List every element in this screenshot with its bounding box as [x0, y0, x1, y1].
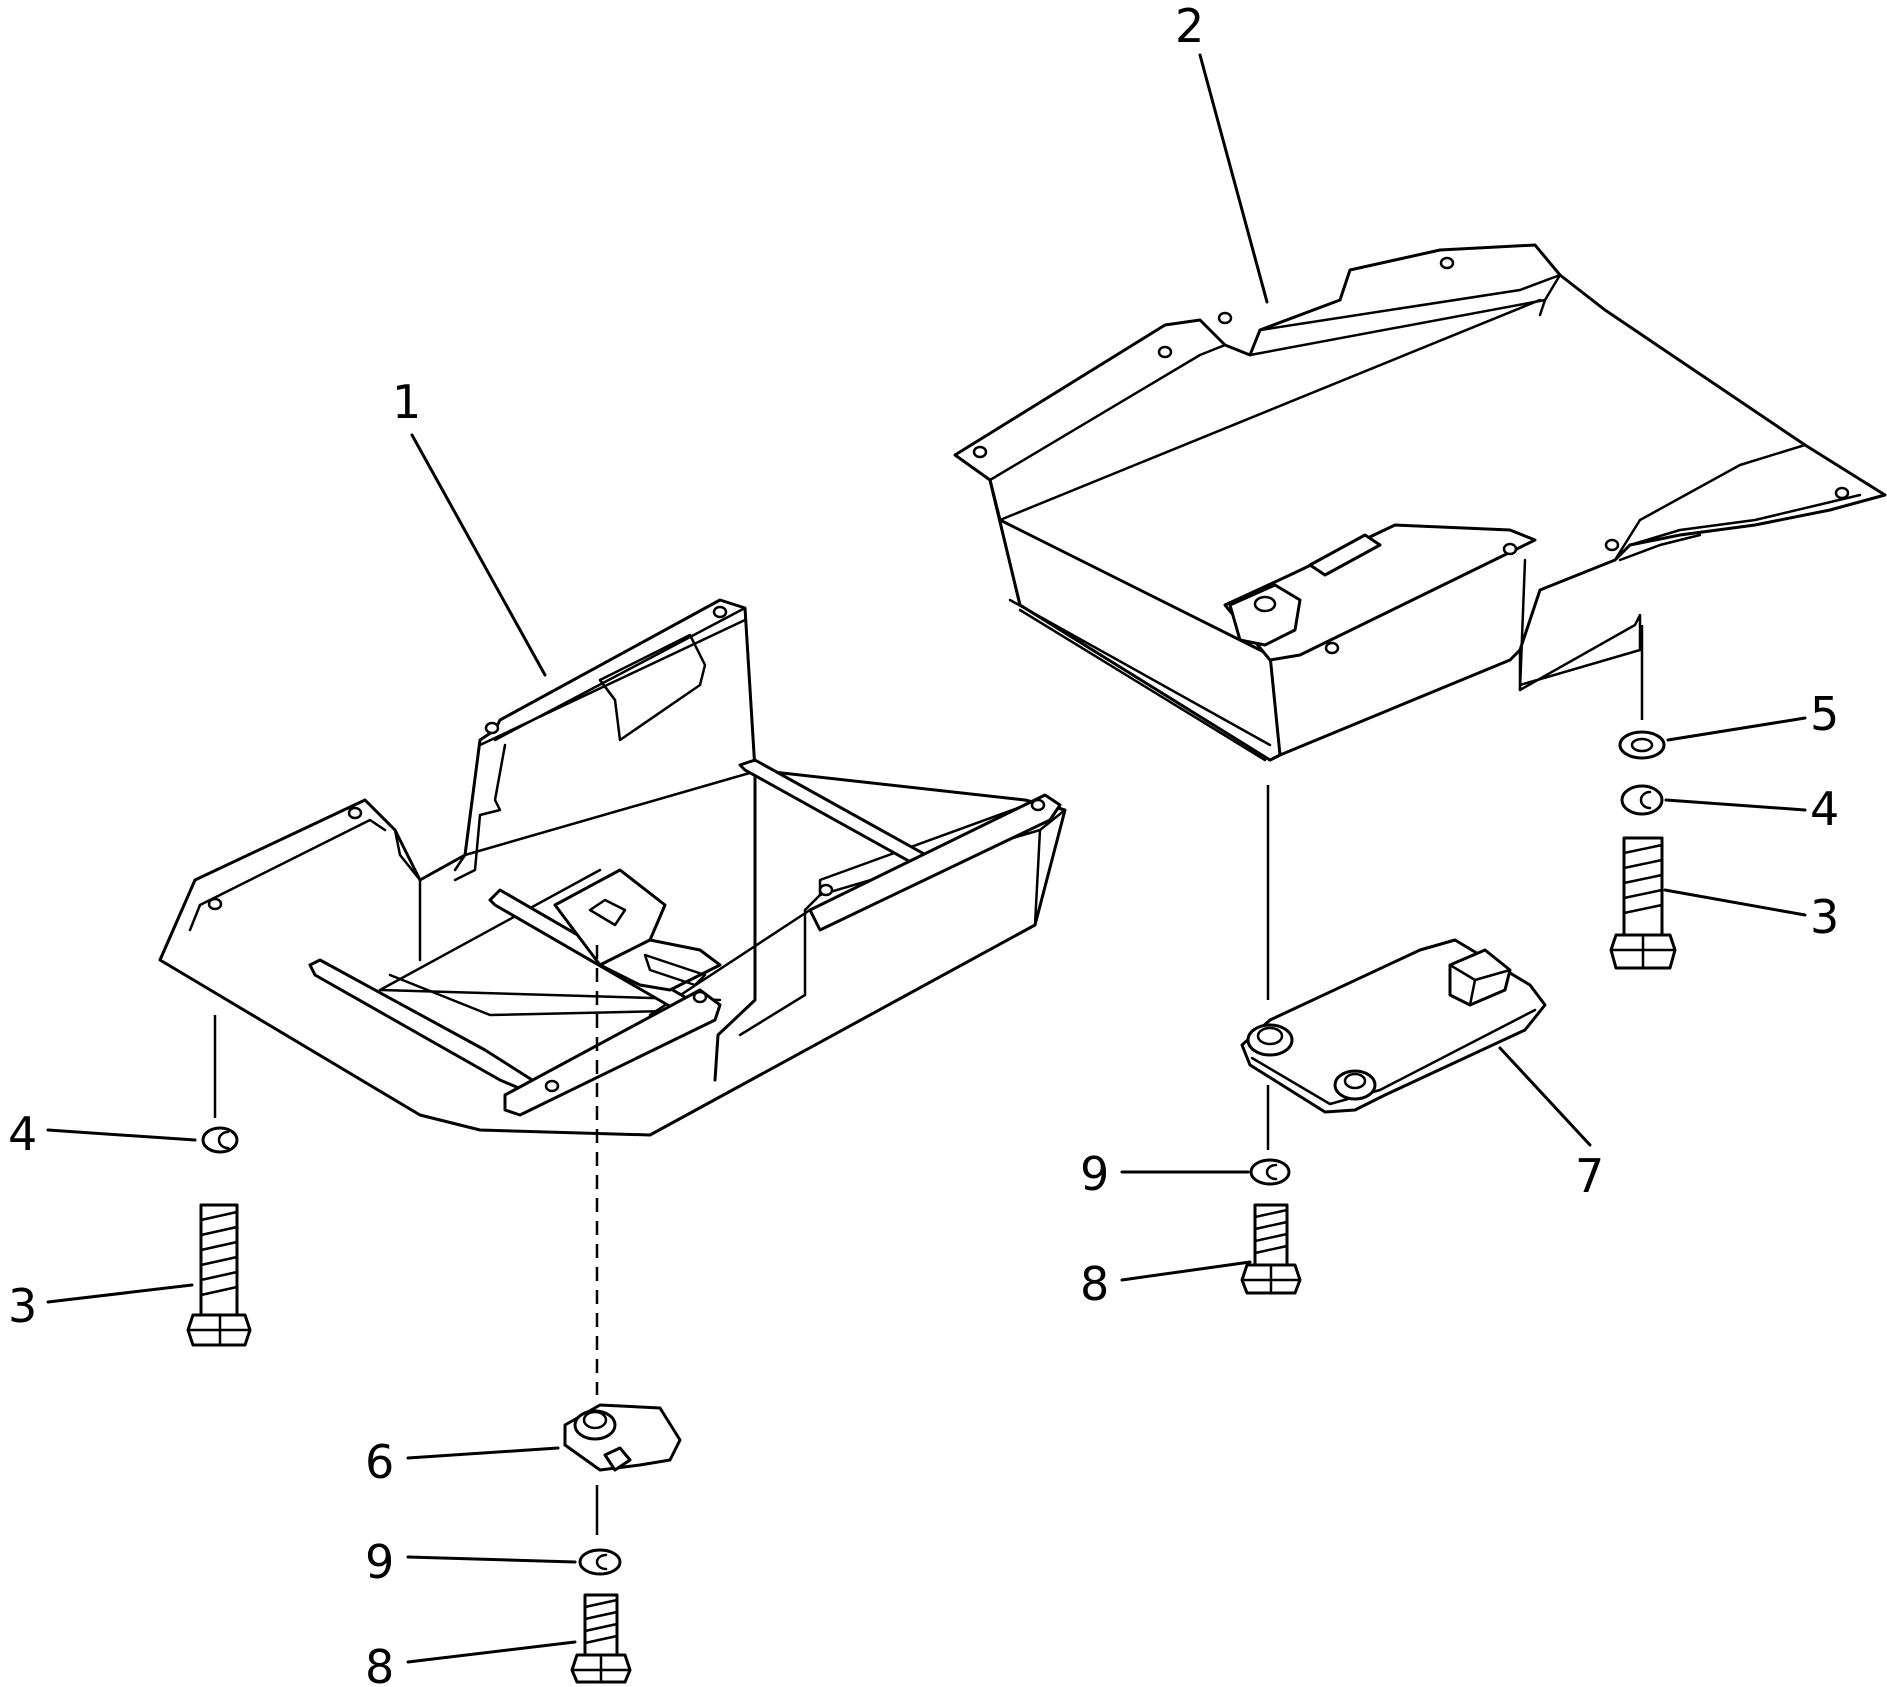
- callout-7: 7: [1575, 1149, 1604, 1203]
- large-inspection-cover: [1240, 938, 1547, 1114]
- callout-5: 5: [1810, 687, 1839, 741]
- small-inspection-cover: [563, 1403, 682, 1472]
- callout-4-right: 4: [1810, 782, 1839, 836]
- callout-1: 1: [392, 375, 421, 429]
- leader-lines: [46, 53, 1807, 1664]
- callout-9-mid: 9: [1080, 1147, 1109, 1201]
- mid-bolt-stack: [1240, 1158, 1302, 1295]
- callout-8-mid: 8: [1080, 1257, 1109, 1311]
- callout-6: 6: [365, 1435, 394, 1489]
- callout-3-right: 3: [1810, 890, 1839, 944]
- callout-3-left: 3: [8, 1279, 37, 1333]
- right-floor-cover: [953, 243, 1887, 762]
- callout-8-bottom: 8: [365, 1640, 394, 1687]
- callout-4-left: 4: [8, 1107, 37, 1161]
- left-floor-cover: [158, 598, 1067, 1137]
- callout-2: 2: [1175, 0, 1204, 53]
- left-bolt-stack: [186, 1015, 252, 1347]
- right-bolt-stack: [1609, 625, 1677, 970]
- bottom-bolt-stack: [570, 1548, 632, 1684]
- callout-9-bottom: 9: [365, 1535, 394, 1589]
- callout-labels: 1 2 3 4 6 9 8 5 4 3 7 9 8: [8, 0, 1839, 1687]
